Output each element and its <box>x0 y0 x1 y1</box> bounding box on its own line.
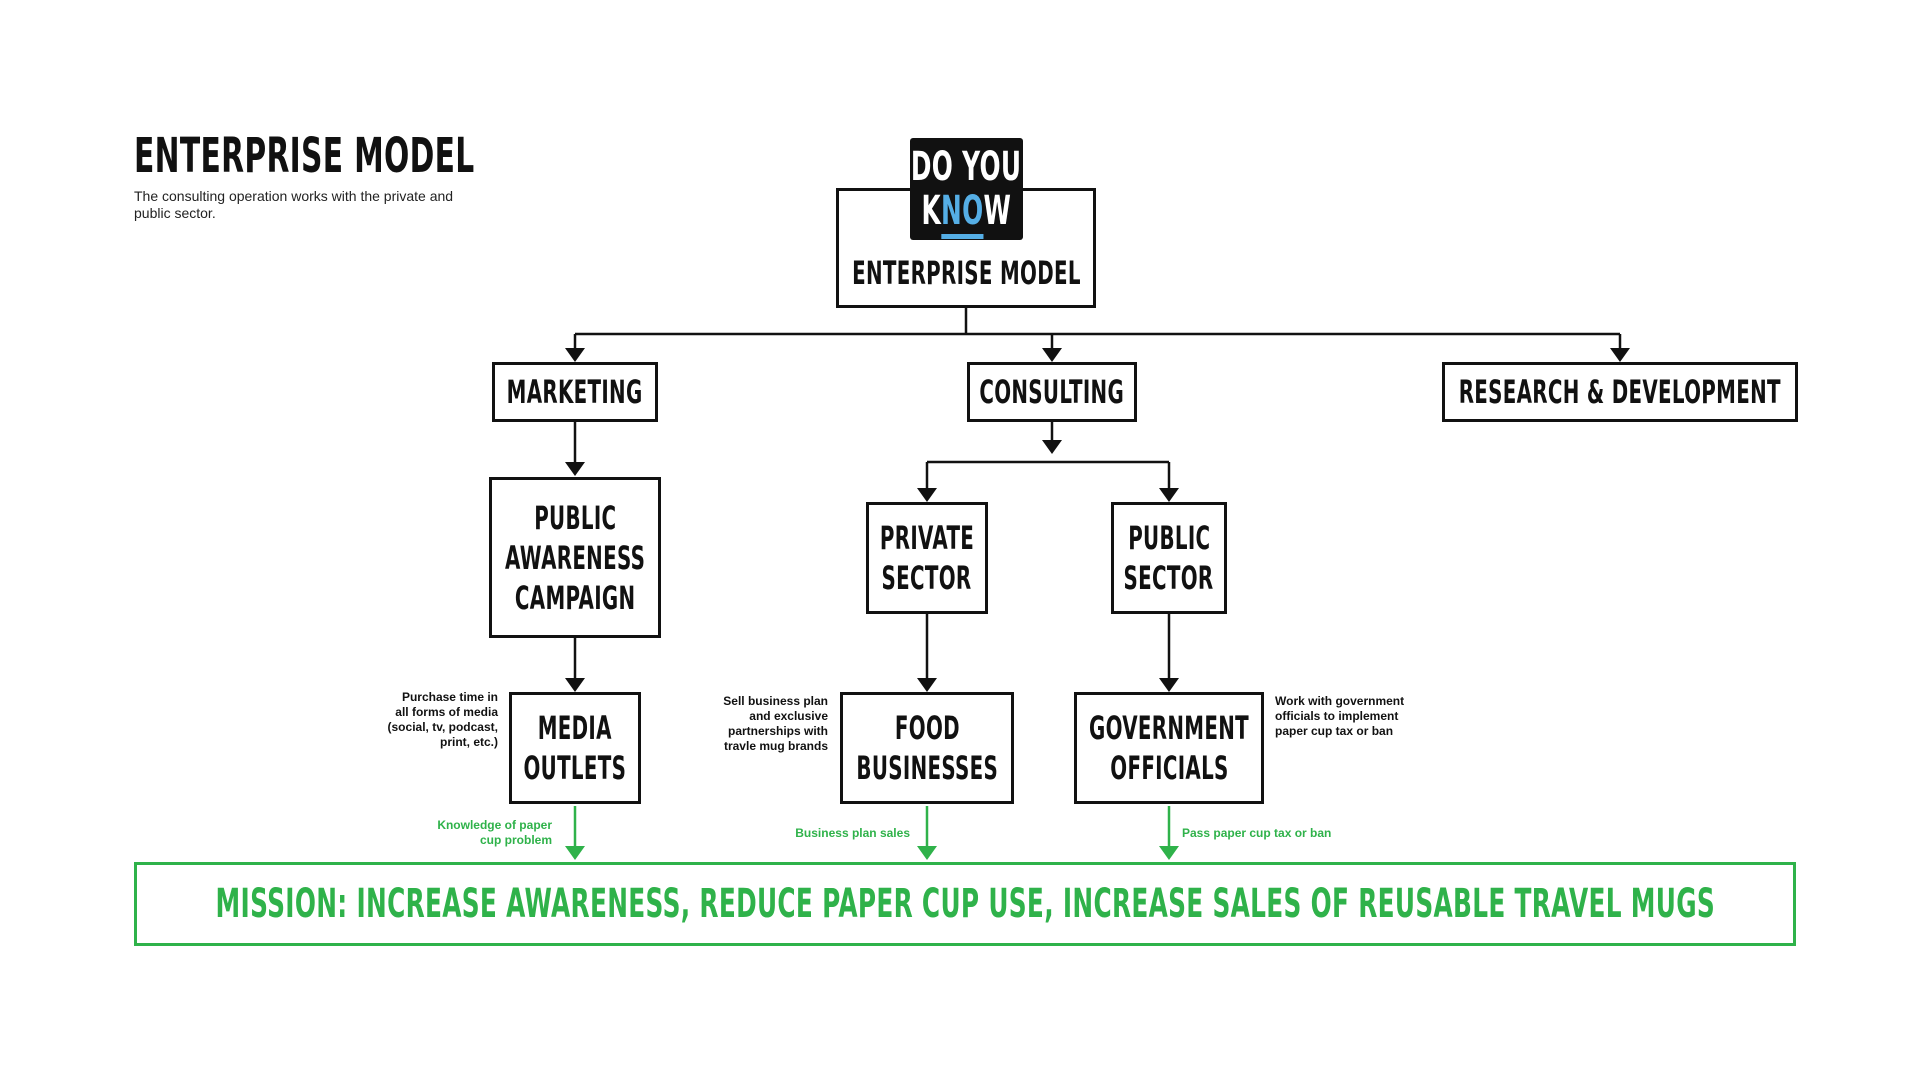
node-public-awareness-campaign: PUBLIC AWARENESS CAMPAIGN <box>489 477 661 638</box>
node-label: RESEARCH & DEVELOPMENT <box>1458 373 1782 411</box>
node-consulting: CONSULTING <box>967 362 1137 422</box>
do-you-know-logo: DO YOU KNOW <box>910 138 1023 240</box>
outcome-media: Knowledge of paper cup problem <box>437 818 552 847</box>
node-label: PRIVATE <box>879 519 975 557</box>
outcome-food: Business plan sales <box>795 826 910 840</box>
note-government-officials: Work with government officials to implem… <box>1275 694 1405 738</box>
node-label: CONSULTING <box>979 373 1125 411</box>
logo-line-1: DO YOU <box>911 144 1022 190</box>
node-label: ENTERPRISE MODEL <box>851 254 1081 292</box>
page-title: ENTERPRISE MODEL <box>134 128 475 184</box>
logo-line-2: KNOW <box>922 188 1012 239</box>
node-label: PUBLIC <box>533 498 617 537</box>
node-label: SECTOR <box>882 559 972 597</box>
node-research-development: RESEARCH & DEVELOPMENT <box>1442 362 1798 422</box>
node-label: BUSINESSES <box>856 749 998 787</box>
node-public-sector: PUBLIC SECTOR <box>1111 502 1227 614</box>
node-label: OUTLETS <box>523 749 627 787</box>
mission-box: MISSION: INCREASE AWARENESS, REDUCE PAPE… <box>134 862 1796 946</box>
note-food-businesses: Sell business plan and exclusive partner… <box>723 694 828 753</box>
node-label: GOVERNMENT <box>1089 709 1249 747</box>
node-label: FOOD <box>894 709 960 747</box>
node-government-officials: GOVERNMENT OFFICIALS <box>1074 692 1264 804</box>
page-subtitle: The consulting operation works with the … <box>134 188 454 221</box>
node-label: AWARENESS <box>504 538 646 577</box>
outcome-gov: Pass paper cup tax or ban <box>1182 826 1332 840</box>
node-food-businesses: FOOD BUSINESSES <box>840 692 1014 804</box>
arrowhead-marketing <box>565 348 585 362</box>
node-label: OFFICIALS <box>1109 749 1229 787</box>
mission-text: MISSION: INCREASE AWARENESS, REDUCE PAPE… <box>215 881 1715 927</box>
arrowhead-consulting <box>1042 348 1062 362</box>
node-media-outlets: MEDIA OUTLETS <box>509 692 641 804</box>
node-label: CAMPAIGN <box>514 578 636 617</box>
node-private-sector: PRIVATE SECTOR <box>866 502 988 614</box>
node-label: MEDIA <box>537 709 613 747</box>
note-media-outlets: Purchase time in all forms of media (soc… <box>387 690 498 749</box>
node-label: MARKETING <box>507 373 643 411</box>
node-label: SECTOR <box>1124 559 1214 597</box>
node-label: PUBLIC <box>1127 519 1211 557</box>
arrowhead-rnd <box>1610 348 1630 362</box>
node-marketing: MARKETING <box>492 362 658 422</box>
